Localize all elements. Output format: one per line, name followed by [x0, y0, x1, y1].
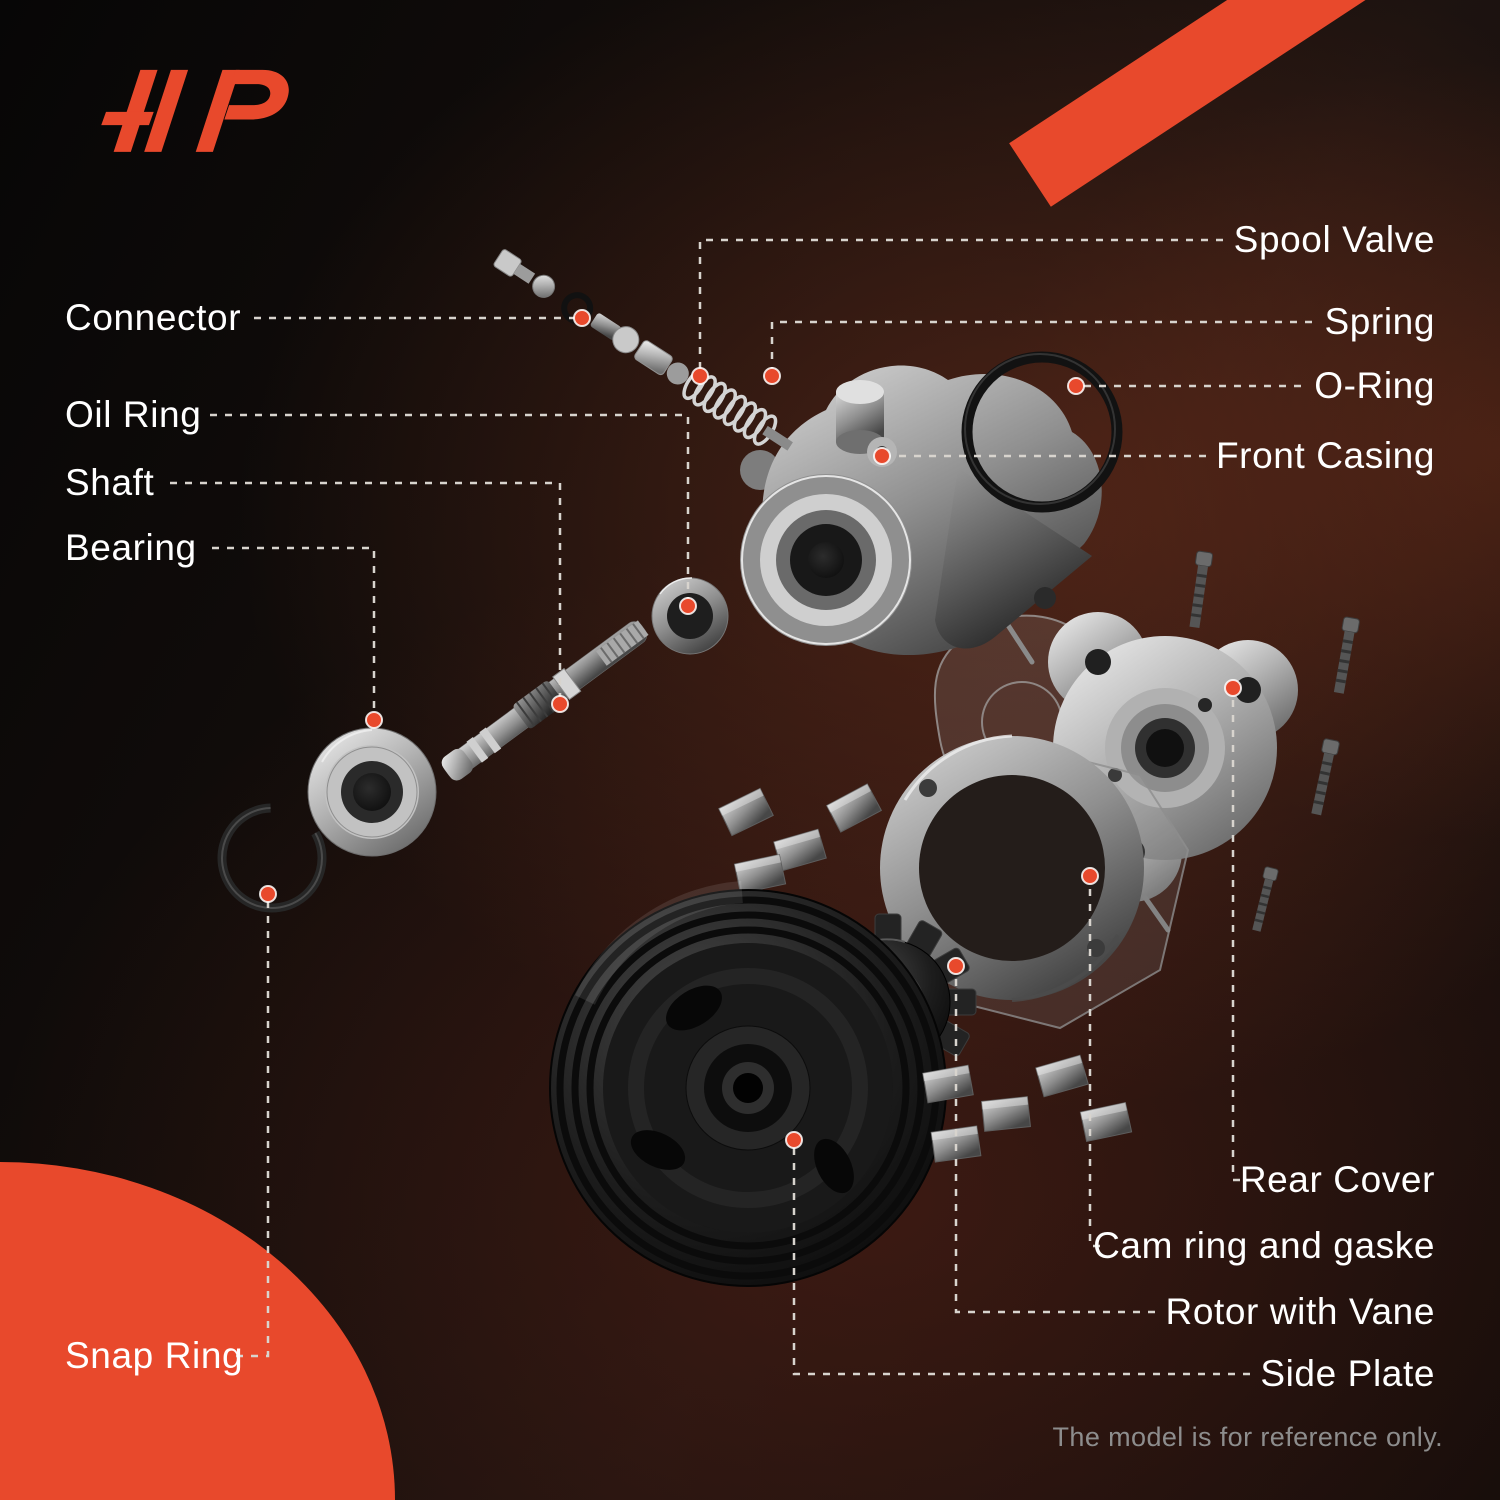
marker-snap-ring: [259, 885, 277, 903]
ap-logo-icon: [101, 69, 289, 152]
label-spring: Spring: [1324, 301, 1435, 342]
leader-oil-ring: [210, 413, 690, 600]
label-spool-valve: Spool Valve: [1233, 219, 1435, 260]
part-front-casing: [740, 365, 1102, 656]
leader-shaft: [170, 481, 562, 698]
corner-accent-stripe: [1009, 0, 1366, 207]
marker-oil-ring: [679, 597, 697, 615]
part-o-ring: [961, 351, 1123, 513]
marker-bearing: [365, 711, 383, 729]
label-front-casing: Front Casing: [1215, 435, 1435, 476]
marker-rotor: [947, 957, 965, 975]
marker-cam-ring: [1081, 867, 1099, 885]
part-cam-ring: [880, 734, 1144, 1002]
part-connector-spool-spring: [493, 249, 793, 451]
leader-rear-cover: [1231, 694, 1240, 1182]
marker-spring: [763, 367, 781, 385]
label-snap-ring: Snap Ring: [65, 1335, 244, 1376]
leader-cam-ring: [1088, 882, 1100, 1248]
marker-o-ring: [1067, 377, 1085, 395]
leader-lines: [170, 238, 1312, 1376]
part-vanes-upper: [718, 783, 882, 894]
marker-connector: [573, 309, 591, 327]
marker-spool-valve: [691, 367, 709, 385]
label-side-plate: Side Plate: [1260, 1353, 1435, 1394]
label-rear-cover: Rear Cover: [1239, 1159, 1435, 1200]
leader-rotor: [954, 972, 1155, 1314]
part-vanes-lower: [922, 1054, 1133, 1163]
label-bearing: Bearing: [65, 527, 197, 568]
marker-side-plate: [785, 1131, 803, 1149]
leader-spool-valve: [698, 238, 1223, 370]
marker-rear-cover: [1224, 679, 1242, 697]
disclaimer-text: The model is for reference only.: [1052, 1422, 1443, 1452]
marker-shaft: [551, 695, 569, 713]
part-pin: [1141, 893, 1171, 933]
label-cam-ring: Cam ring and gaske: [1093, 1225, 1435, 1266]
part-shaft: [441, 620, 649, 781]
label-oil-ring: Oil Ring: [65, 394, 202, 435]
marker-front-casing: [873, 447, 891, 465]
marker-dots: [259, 309, 1242, 1149]
leader-spring: [770, 320, 1312, 370]
brand-logo: [85, 58, 295, 163]
label-shaft: Shaft: [65, 462, 155, 503]
label-rotor: Rotor with Vane: [1165, 1291, 1435, 1332]
part-oil-ring: [651, 577, 729, 655]
label-o-ring: O-Ring: [1314, 365, 1435, 406]
leader-side-plate: [792, 1146, 1250, 1376]
part-snap-ring: [217, 803, 327, 913]
part-side-plate-pulley: [549, 881, 947, 1287]
leader-bearing: [212, 546, 376, 714]
label-connector: Connector: [65, 297, 242, 338]
leader-snap-ring: [236, 900, 270, 1358]
part-bearing: [307, 727, 437, 857]
